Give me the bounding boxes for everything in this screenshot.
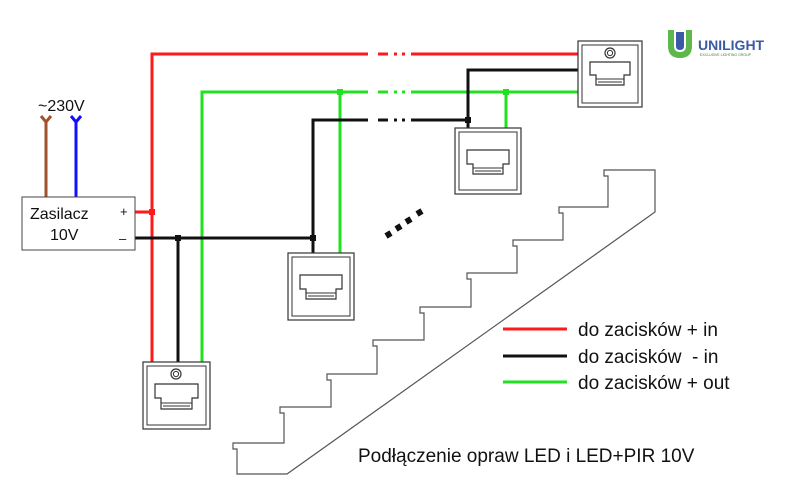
black-junction-dot-2 bbox=[310, 235, 316, 241]
led-pir-luminaire-bottom bbox=[142, 361, 211, 430]
black-wire bbox=[135, 68, 578, 362]
power-supply-box bbox=[21, 196, 136, 251]
power-supply: Zasilacz 10V + – bbox=[21, 196, 136, 251]
logo-word: UNILIGHT bbox=[698, 37, 765, 53]
led-luminaire-middle-left bbox=[287, 252, 355, 321]
staircase bbox=[232, 169, 656, 475]
black-junction-dot-3 bbox=[465, 117, 471, 123]
legend-label-black: do zacisków - in bbox=[578, 347, 718, 368]
terminal-minus: – bbox=[119, 231, 127, 246]
unilight-logo: UNILIGHT EXCLUSIVE LIGHTING GROUP bbox=[668, 30, 765, 58]
logo-mark-inner-icon bbox=[676, 32, 684, 50]
power-supply-label: Zasilacz bbox=[30, 206, 89, 223]
logo-mark-icon bbox=[668, 30, 692, 58]
pir-sensor-icon bbox=[170, 368, 182, 380]
black-junction-dot-1 bbox=[175, 235, 181, 241]
legend-label-green: do zacisków + out bbox=[578, 373, 730, 394]
mains-voltage-label: ~230V bbox=[38, 98, 85, 115]
brown-wire-fork-icon bbox=[39, 115, 53, 125]
staircase-outline bbox=[232, 169, 656, 475]
continuation-dashes bbox=[384, 208, 424, 239]
pir-sensor-icon bbox=[604, 47, 616, 59]
power-supply-voltage: 10V bbox=[50, 227, 79, 244]
green-junction-dot-2 bbox=[503, 89, 509, 95]
led-luminaire-middle-right bbox=[454, 127, 522, 195]
blue-wire-fork-icon bbox=[69, 115, 83, 125]
red-junction-dot bbox=[149, 209, 155, 215]
led-pir-luminaire-top bbox=[577, 40, 643, 108]
terminal-plus: + bbox=[120, 204, 128, 219]
legend-label-red: do zacisków + in bbox=[578, 320, 718, 341]
diagram-caption: Podłączenie opraw LED i LED+PIR 10V bbox=[358, 446, 695, 467]
legend: do zacisków + in do zacisków - in do zac… bbox=[503, 320, 730, 394]
logo-tagline: EXCLUSIVE LIGHTING GROUP bbox=[700, 53, 752, 57]
green-junction-dot-1 bbox=[337, 89, 343, 95]
